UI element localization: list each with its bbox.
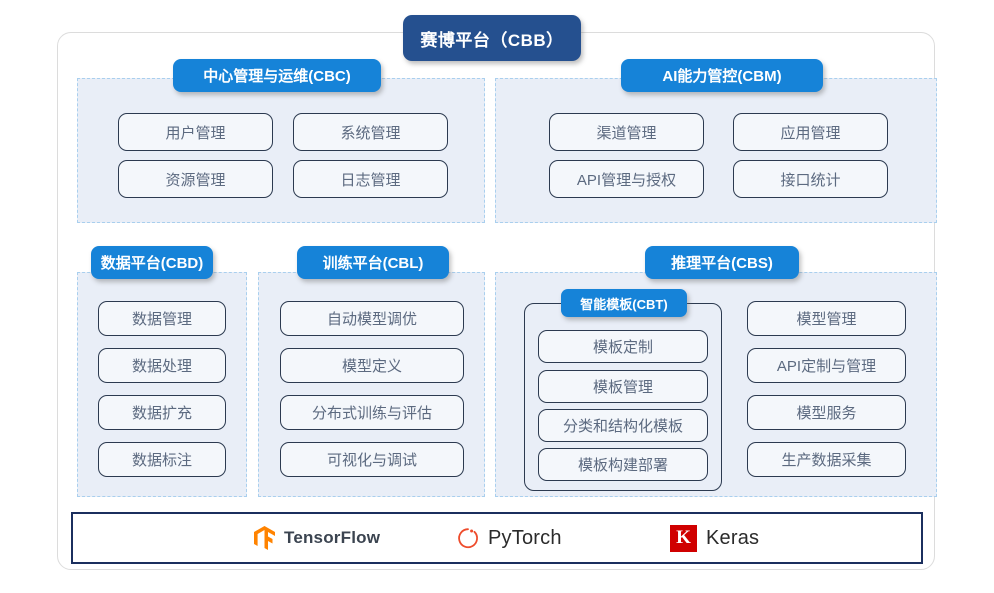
item-cbc-1[interactable]: 系统管理 [293, 113, 448, 151]
item-cbl-3[interactable]: 可视化与调试 [280, 442, 464, 477]
item-cbl-1[interactable]: 模型定义 [280, 348, 464, 383]
item-cbs-2[interactable]: 模型服务 [747, 395, 906, 430]
item-cbm-2[interactable]: API管理与授权 [549, 160, 704, 198]
item-cbc-0[interactable]: 用户管理 [118, 113, 273, 151]
item-cbd-3[interactable]: 数据标注 [98, 442, 226, 477]
item-cbm-1[interactable]: 应用管理 [733, 113, 888, 151]
keras-label: Keras [706, 526, 760, 549]
framework-tensorflow[interactable]: TensorFlow [254, 514, 380, 562]
item-cbc-2[interactable]: 资源管理 [118, 160, 273, 198]
item-cbs-1[interactable]: API定制与管理 [747, 348, 906, 383]
item-cbt-0[interactable]: 模板定制 [538, 330, 708, 363]
section-badge-cbc: 中心管理与运维(CBC) [173, 59, 381, 92]
item-cbm-3[interactable]: 接口统计 [733, 160, 888, 198]
item-cbd-1[interactable]: 数据处理 [98, 348, 226, 383]
item-cbl-0[interactable]: 自动模型调优 [280, 301, 464, 336]
item-cbs-3[interactable]: 生产数据采集 [747, 442, 906, 477]
item-cbd-0[interactable]: 数据管理 [98, 301, 226, 336]
item-cbs-0[interactable]: 模型管理 [747, 301, 906, 336]
pytorch-logo-icon [457, 526, 479, 550]
item-cbm-0[interactable]: 渠道管理 [549, 113, 704, 151]
section-badge-cbm: AI能力管控(CBM) [621, 59, 823, 92]
framework-pytorch[interactable]: PyTorch [457, 514, 562, 562]
keras-logo-icon: K [670, 524, 697, 552]
root-title-badge: 赛博平台（CBB） [403, 15, 581, 61]
tensorflow-logo-icon [254, 526, 275, 550]
tensorflow-label: TensorFlow [284, 528, 381, 547]
framework-keras[interactable]: K Keras [670, 514, 759, 562]
pytorch-label: PyTorch [488, 526, 562, 549]
section-badge-cbs: 推理平台(CBS) [645, 246, 799, 279]
section-badge-cbl: 训练平台(CBL) [297, 246, 449, 279]
item-cbt-1[interactable]: 模板管理 [538, 370, 708, 403]
item-cbl-2[interactable]: 分布式训练与评估 [280, 395, 464, 430]
section-badge-cbt: 智能模板(CBT) [561, 289, 687, 317]
item-cbt-2[interactable]: 分类和结构化模板 [538, 409, 708, 442]
item-cbt-3[interactable]: 模板构建部署 [538, 448, 708, 481]
item-cbd-2[interactable]: 数据扩充 [98, 395, 226, 430]
section-badge-cbd: 数据平台(CBD) [91, 246, 213, 279]
framework-panel: TensorFlow PyTorch K Keras [71, 512, 923, 564]
item-cbc-3[interactable]: 日志管理 [293, 160, 448, 198]
